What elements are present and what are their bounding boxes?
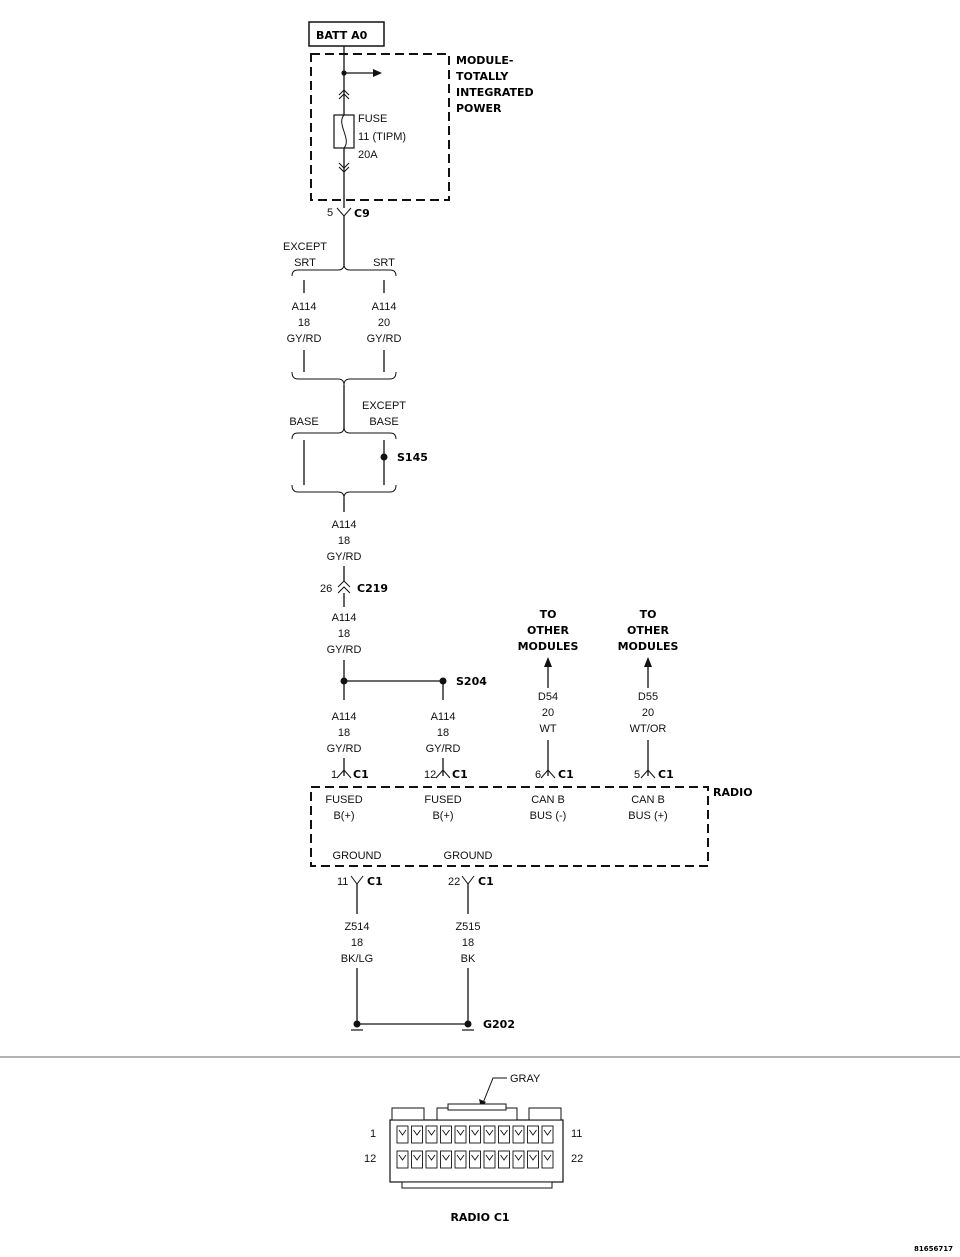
connector-pin-top-right: 11 — [571, 1128, 582, 1140]
radio-pin12-num: 12 — [424, 769, 436, 781]
s145-splice-dot — [380, 453, 388, 461]
terminal-icon — [485, 1129, 494, 1136]
radio-module-name: RADIO — [713, 786, 753, 799]
radio-pin6-num: 6 — [535, 769, 541, 781]
terminal-icon — [514, 1129, 523, 1136]
terminal-icon — [529, 1154, 537, 1161]
terminal-icon — [442, 1129, 450, 1136]
radio-c1-pin22-icon — [461, 875, 475, 885]
radio-c1-pin11-icon — [350, 875, 364, 885]
terminal-icon — [514, 1154, 523, 1161]
terminal-icon — [485, 1154, 494, 1161]
connector-pin-top-left: 1 — [370, 1128, 376, 1140]
option-brace-bottom — [291, 371, 397, 386]
c9-name: C9 — [354, 207, 370, 220]
connector-pin-bottom-left: 12 — [364, 1153, 376, 1165]
terminal-icon — [471, 1129, 479, 1136]
c9-pin: 5 — [327, 207, 333, 219]
terminal-icon — [456, 1154, 465, 1161]
branch2-left-label: BASE — [289, 416, 318, 428]
radio-pin5-conn: C1 — [658, 768, 674, 781]
arrow-right-icon — [373, 69, 382, 77]
radio-pin11-num: 11 — [337, 876, 348, 888]
arrow-up-icon — [544, 657, 552, 667]
radio-c1-pin12-icon — [435, 769, 451, 779]
c219-name: C219 — [357, 582, 388, 595]
terminal-icon — [413, 1154, 421, 1161]
terminal-icon — [398, 1154, 407, 1161]
radio-c1-pin5-icon — [640, 769, 656, 779]
terminal-icon — [543, 1154, 552, 1161]
fuse-line3: 20A — [358, 149, 378, 161]
radio-pin5-num: 5 — [634, 769, 640, 781]
radio-pin11-conn: C1 — [367, 875, 383, 888]
connector-title: RADIO C1 — [450, 1211, 509, 1224]
c219-connector-icon — [337, 580, 351, 588]
terminal-icon — [471, 1154, 479, 1161]
fuse-line2: 11 (TIPM) — [358, 131, 406, 143]
option-brace-bottom-2 — [291, 484, 397, 499]
radio-pin22-conn: C1 — [478, 875, 494, 888]
c9-connector-icon — [336, 207, 352, 217]
radio-ground2-label: GROUND — [444, 850, 493, 862]
radio-c1-connector-view: GRAY 1 11 12 22 — [364, 1073, 583, 1189]
radio-c1-pin1-icon — [336, 769, 352, 779]
radio-pin22-num: 22 — [448, 876, 460, 888]
terminal-icon — [427, 1129, 436, 1136]
option-brace-top — [291, 263, 397, 277]
terminal-icon — [398, 1129, 407, 1136]
terminal-icon — [543, 1129, 552, 1136]
terminal-icon — [500, 1154, 508, 1161]
connector-color-label: GRAY — [510, 1073, 541, 1085]
radio-ground1-label: GROUND — [333, 850, 382, 862]
radio-pin12-conn: C1 — [452, 768, 468, 781]
terminal-icon — [442, 1154, 450, 1161]
option-brace-top-2 — [291, 426, 397, 440]
arrow-up-icon — [644, 657, 652, 667]
radio-pin1-num: 1 — [331, 769, 337, 781]
batt-box — [308, 21, 385, 47]
c219-pin: 26 — [320, 583, 332, 595]
terminal-icon — [456, 1129, 465, 1136]
branch1-right-label: SRT — [373, 257, 395, 269]
terminal-icon — [529, 1129, 537, 1136]
radio-pin6-conn: C1 — [558, 768, 574, 781]
connector-pin-bottom-right: 22 — [571, 1153, 583, 1165]
g202-label: G202 — [483, 1018, 515, 1031]
s145-label: S145 — [397, 451, 428, 464]
terminal-icon — [500, 1129, 508, 1136]
ground-dot-icon — [464, 1020, 472, 1028]
fuse-line1: FUSE — [358, 113, 387, 125]
radio-module-box — [310, 786, 709, 867]
s204-label: S204 — [456, 675, 487, 688]
figure-id: 81656717 — [914, 1245, 953, 1253]
radio-c1-pin6-icon — [540, 769, 556, 779]
terminal-icon — [427, 1154, 436, 1161]
tipm-module-box — [310, 53, 450, 201]
batt-label: BATT A0 — [316, 29, 368, 42]
radio-pin1-conn: C1 — [353, 768, 369, 781]
terminal-icon — [413, 1129, 421, 1136]
